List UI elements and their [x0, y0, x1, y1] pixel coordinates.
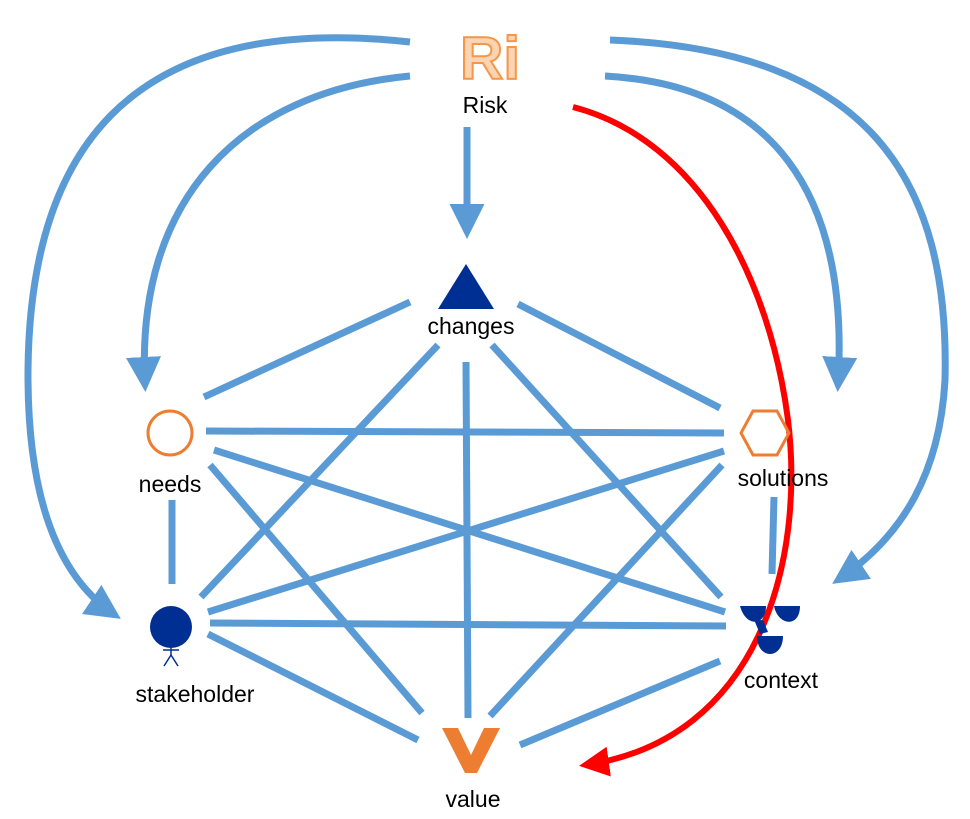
changes-label: changes — [428, 313, 515, 339]
connector-stakeholder-value — [206, 630, 420, 744]
arrow-risk-to-stakeholder — [24, 34, 411, 619]
context-label: context — [744, 667, 819, 693]
trefoil-icon — [740, 606, 800, 654]
risk-arrows — [24, 34, 949, 619]
connector-changes-needs — [202, 298, 412, 401]
connector-solutions-value — [487, 462, 725, 719]
connector-context-value — [518, 657, 722, 749]
connector-needs-value — [207, 462, 425, 716]
connector-changes-context — [489, 342, 724, 600]
node-risk: Ri Risk — [459, 24, 521, 118]
network-connectors — [168, 298, 778, 749]
connector-changes-solutions — [516, 300, 722, 412]
arrow-risk-to-needs — [126, 72, 411, 392]
risk-logo-icon: Ri — [460, 25, 520, 92]
arrow-risk-to-solutions — [604, 72, 858, 392]
person-icon — [150, 606, 192, 667]
arrow-risk-to-context — [609, 36, 949, 584]
connector-changes-value — [462, 361, 472, 719]
risk-label: Risk — [463, 92, 508, 118]
node-value: value — [442, 728, 500, 812]
value-label: value — [446, 786, 501, 812]
circle-outline-icon — [146, 409, 194, 457]
connector-solutions-context — [768, 496, 778, 575]
node-stakeholder: stakeholder — [136, 606, 255, 707]
node-context: context — [740, 606, 819, 693]
node-changes: changes — [428, 264, 515, 339]
needs-label: needs — [139, 471, 202, 497]
node-needs: needs — [139, 409, 202, 497]
highlight-arrow-risk-to-value — [572, 104, 795, 777]
v-icon — [442, 728, 500, 773]
stakeholder-label: stakeholder — [136, 681, 255, 707]
node-solutions: solutions — [738, 409, 829, 491]
hexagon-icon — [739, 409, 791, 457]
connector-needs-solutions — [205, 427, 725, 437]
connector-stakeholder-context — [209, 619, 727, 630]
solutions-label: solutions — [738, 465, 829, 491]
connector-solutions-stakeholder — [206, 447, 726, 616]
connector-changes-stakeholder — [198, 342, 441, 600]
triangle-icon — [438, 264, 494, 309]
